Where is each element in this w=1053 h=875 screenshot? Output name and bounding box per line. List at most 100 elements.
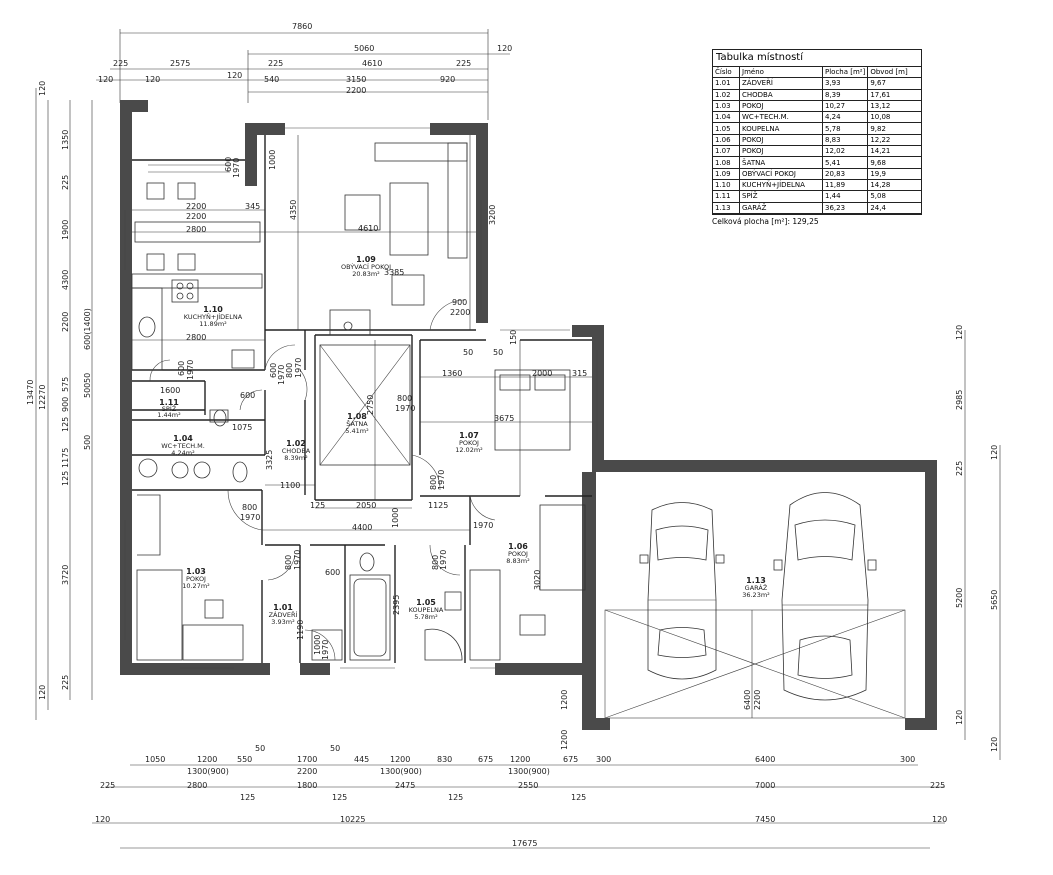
cell-area: 36,23 — [822, 202, 869, 214]
bathtub — [349, 574, 391, 661]
room-110-number: 1.10 — [203, 305, 223, 314]
boiler — [138, 458, 158, 478]
idim-600a: 600 — [240, 391, 255, 400]
dim-b-675b: 675 — [563, 755, 578, 764]
dim-b3-7450: 7450 — [755, 815, 775, 824]
room-110-area: 11.89m² — [199, 320, 227, 328]
dim-b3-120a: 120 — [95, 815, 110, 824]
dim-right-2985: 2985 — [955, 390, 964, 410]
idim-1970d: 1970 — [294, 358, 303, 378]
dim-b-1300-900c: 1300(900) — [508, 767, 550, 776]
dim-b2-2475: 2475 — [395, 781, 415, 790]
idim-1200b: 1200 — [560, 730, 569, 750]
room-table-header: Číslo Jméno Plocha [m²] Obvod [m] — [713, 67, 921, 79]
dim-top-225b: 225 — [456, 59, 471, 68]
dim-left-500a: 500 — [83, 383, 92, 398]
idim-3675: 3675 — [494, 414, 514, 423]
cell-perimeter: 12,22 — [867, 134, 921, 147]
cell-perimeter: 5,08 — [867, 190, 921, 203]
col-area: Plocha [m²] — [822, 67, 869, 79]
shoe-cabinet — [311, 629, 343, 661]
cell-perimeter: 9,82 — [867, 122, 921, 135]
armchair-top — [344, 194, 381, 231]
garage — [604, 492, 906, 719]
room-102-name: CHODBA — [282, 447, 311, 455]
dim-b-445: 445 — [354, 755, 369, 764]
shower — [424, 628, 463, 661]
dim-b2-2550: 2550 — [518, 781, 538, 790]
cell-perimeter: 24,4 — [867, 202, 921, 214]
dim-left-3720: 3720 — [61, 565, 70, 585]
idim-3200: 3200 — [488, 205, 497, 225]
kitchen-counter — [131, 273, 263, 289]
dim-b-300a: 300 — [596, 755, 611, 764]
dim-left-225b: 225 — [61, 675, 70, 690]
idim-1190: 1190 — [296, 620, 305, 640]
sofa-side — [447, 142, 468, 259]
idim-600c: 600 — [325, 568, 340, 577]
cell-area: 3,93 — [822, 77, 869, 90]
dim-left-225a: 225 — [61, 175, 70, 190]
sofa-back — [374, 142, 468, 162]
room-101-area: 3.93m² — [271, 618, 295, 626]
dim-right-120b: 120 — [990, 445, 999, 460]
dim-b3-120b: 120 — [932, 815, 947, 824]
armchair-bottom — [391, 274, 425, 306]
dim-b-550: 550 — [237, 755, 252, 764]
dim-b2-125b: 125 — [332, 793, 347, 802]
room-104-number: 1.04 — [173, 434, 193, 443]
dim-left-13470: 13470 — [26, 380, 35, 405]
cell-name: WC+TECH.M. — [739, 111, 823, 124]
top-dimension-chains: 7860 5060 120 225 2575 4610 225 225 120 … — [96, 22, 512, 120]
dim-b-50b: 50 — [330, 744, 340, 753]
cell-area: 5,78 — [822, 122, 869, 135]
cell-perimeter: 14,28 — [867, 179, 921, 192]
kitchen-sink — [138, 316, 156, 338]
room-113-number: 1.13 — [746, 576, 766, 585]
idim-800b: 800 — [242, 503, 257, 512]
total-area: Celková plocha [m²]: 129,25 — [712, 217, 819, 226]
dim-top-3150: 3150 — [346, 75, 366, 84]
dim-left-125b: 125 — [61, 471, 70, 486]
interior-dimensions: 1600 2200 2200 345 2800 4610 3385 2800 1… — [132, 135, 762, 750]
idim-1970i: 1970 — [293, 550, 302, 570]
idim-800f: 800 — [431, 555, 440, 570]
idim-2200b: 2200 — [186, 212, 206, 221]
dim-top-120b: 120 — [145, 75, 160, 84]
idim-4400: 4400 — [352, 523, 372, 532]
idim-600d: 600 — [224, 157, 233, 172]
dim-b-1700: 1700 — [297, 755, 317, 764]
cell-name: GARÁŽ — [739, 202, 823, 214]
furniture — [131, 142, 586, 661]
dim-top-2575: 2575 — [170, 59, 190, 68]
cell-perimeter: 19,9 — [867, 168, 921, 180]
idim-2800b: 2800 — [186, 333, 206, 342]
dim-b-1200a: 1200 — [197, 755, 217, 764]
cell-area: 8,39 — [822, 89, 869, 101]
cell-number: 1.06 — [713, 134, 740, 147]
cell-name: POKOJ — [739, 134, 823, 147]
car-right — [773, 492, 877, 701]
dim-b2-125a: 125 — [240, 793, 255, 802]
idim-800e: 800 — [284, 555, 293, 570]
room-113-area: 36.23m² — [742, 591, 770, 599]
cell-perimeter: 17,61 — [867, 89, 921, 101]
coffee-table — [389, 182, 429, 256]
room-102-number: 1.02 — [286, 439, 306, 448]
room-106-name: POKOJ — [508, 550, 528, 558]
dim-b-830: 830 — [437, 755, 452, 764]
cell-area: 10,27 — [822, 100, 869, 113]
cell-number: 1.10 — [713, 179, 740, 192]
idim-4610: 4610 — [358, 224, 378, 233]
dim-top-540: 540 — [264, 75, 279, 84]
idim-1970b: 1970 — [473, 521, 493, 530]
dim-left-120b: 120 — [38, 685, 47, 700]
cell-name: KOUPELNA — [739, 122, 823, 135]
idim-1600: 1600 — [160, 386, 180, 395]
dim-top-120c: 120 — [227, 71, 242, 80]
toilet — [232, 461, 248, 483]
